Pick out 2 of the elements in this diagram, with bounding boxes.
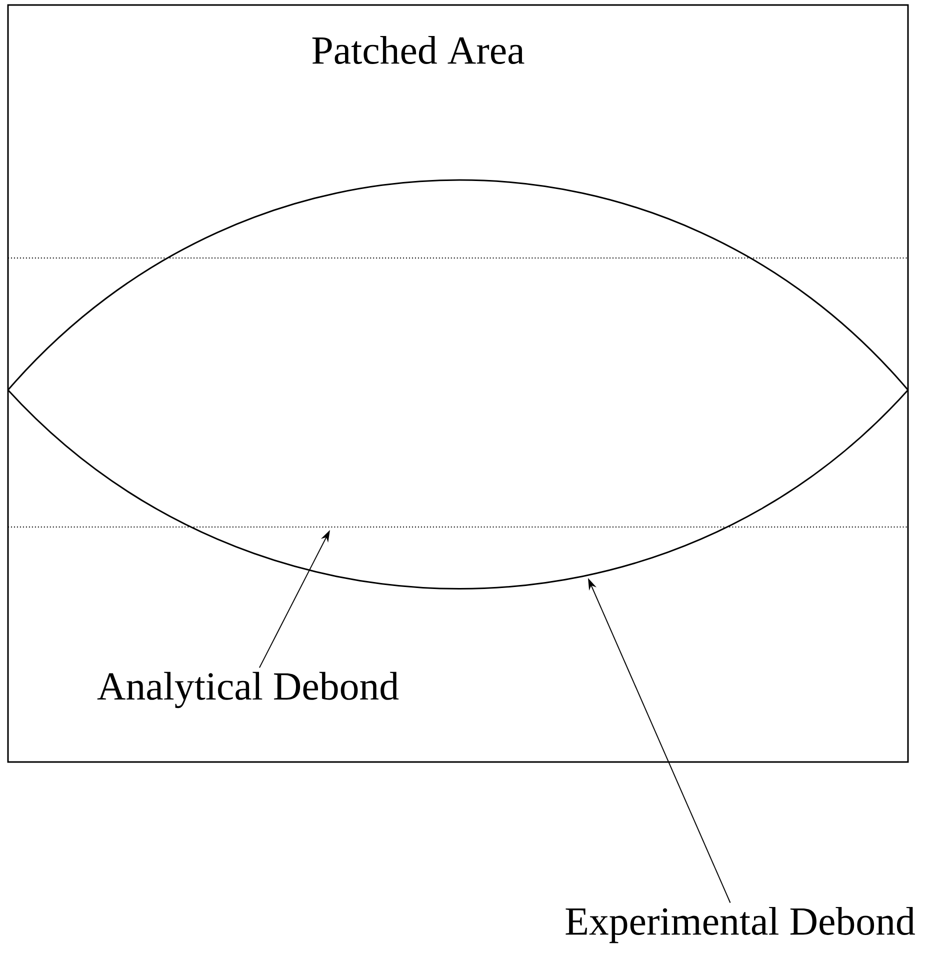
callout-text: Analytical Debond [97, 672, 399, 708]
callout-text: Experimental Debond [566, 906, 915, 944]
